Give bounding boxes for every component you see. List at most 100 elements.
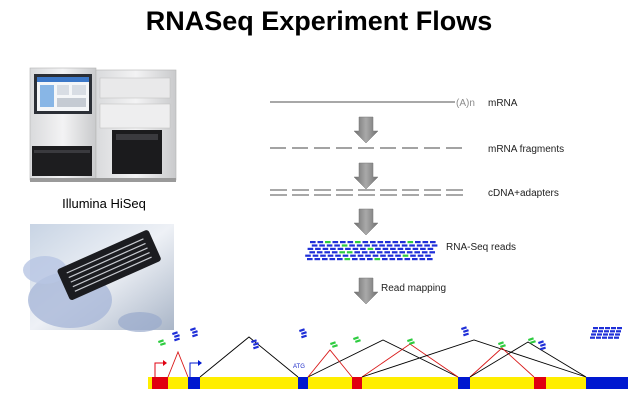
splice-junction <box>307 339 459 378</box>
read-segment <box>315 247 321 250</box>
mapped-read <box>253 345 259 350</box>
read-segment <box>325 241 331 244</box>
read-segment <box>382 258 388 261</box>
mapped-read <box>159 342 166 346</box>
splice-junction <box>167 350 189 378</box>
mapped-read <box>529 340 536 344</box>
mapped-read <box>172 331 178 336</box>
read-segment <box>380 254 386 257</box>
mapped-read <box>499 344 506 348</box>
step-label-rnaseq-reads: RNA-Seq reads <box>446 242 516 253</box>
read-segment <box>365 254 371 257</box>
read-segment <box>314 258 321 261</box>
read-segment <box>431 244 438 247</box>
mapped-read-stack <box>460 326 469 337</box>
down-arrow-shape <box>353 162 379 190</box>
mapped-read-stack <box>353 336 361 343</box>
mapped-read <box>590 336 595 339</box>
mapped-read-stack <box>528 337 536 344</box>
mapped-read <box>539 343 546 347</box>
mapped-read-stack <box>299 328 307 339</box>
gene-model <box>148 326 628 389</box>
read-segment <box>391 251 398 254</box>
read-segment <box>367 247 374 250</box>
read-segment <box>412 258 418 261</box>
read-segment <box>359 258 366 261</box>
read-segment <box>412 247 419 250</box>
exon-block <box>352 377 362 389</box>
read-segment <box>399 251 405 254</box>
read-segment <box>329 258 336 261</box>
read-segment <box>360 247 366 250</box>
exon-block <box>298 377 308 389</box>
read-segment <box>407 241 414 244</box>
read-segment <box>311 244 318 247</box>
tss-arrow-line <box>189 362 198 377</box>
exon-block <box>534 377 546 389</box>
read-segment <box>337 258 343 261</box>
read-segment <box>361 251 368 254</box>
read-segment <box>354 251 360 254</box>
read-segment <box>356 244 363 247</box>
mapped-read <box>528 337 534 342</box>
read-segment <box>326 244 333 247</box>
read-segment <box>339 251 345 254</box>
mapped-read <box>251 339 257 344</box>
read-segment <box>401 244 408 247</box>
mapped-read <box>498 341 504 346</box>
mapped-read <box>593 327 598 330</box>
tss-arrow-head <box>198 360 202 366</box>
down-arrow <box>353 208 379 236</box>
mapped-read <box>408 341 415 345</box>
read-segment <box>347 241 354 244</box>
read-segment <box>419 258 426 261</box>
rnaseq-reads <box>305 241 438 261</box>
read-segment <box>377 241 384 244</box>
down-arrow <box>353 116 379 144</box>
polya-tail-label: (A)n <box>456 98 475 109</box>
read-segment <box>416 244 423 247</box>
mapped-read <box>353 336 359 341</box>
mapped-read-stack <box>190 327 198 338</box>
read-segment <box>395 254 401 257</box>
mapped-read <box>192 333 198 338</box>
mapped-read-stack <box>251 339 259 350</box>
mapped-read <box>158 339 164 344</box>
read-segment <box>397 247 404 250</box>
mapped-read-stack <box>407 338 415 345</box>
read-segment <box>309 251 315 254</box>
read-segment <box>379 244 385 247</box>
read-segment <box>310 241 316 244</box>
read-segment <box>375 247 381 250</box>
read-segment <box>427 258 433 261</box>
read-segment <box>414 251 420 254</box>
down-arrow-shape <box>353 208 379 236</box>
read-segment <box>349 244 355 247</box>
mapped-read <box>252 342 259 346</box>
exon-block <box>458 377 470 389</box>
down-arrow-shape <box>353 277 379 305</box>
splice-junction <box>469 341 587 378</box>
mapped-read <box>614 336 619 339</box>
mapped-read <box>611 327 616 330</box>
read-segment <box>376 251 383 254</box>
mapped-read-stack <box>537 340 546 351</box>
mapped-read <box>463 332 469 337</box>
read-segment <box>394 244 400 247</box>
read-segment <box>397 258 403 261</box>
read-segment <box>342 254 349 257</box>
read-segment <box>405 247 411 250</box>
read-segment <box>430 241 436 244</box>
mapped-read <box>599 327 604 330</box>
mapped-read <box>617 327 622 330</box>
read-segment <box>364 244 370 247</box>
down-arrow <box>353 162 379 190</box>
read-segment <box>369 251 375 254</box>
read-segment <box>374 258 381 261</box>
read-segment <box>382 247 389 250</box>
read-segment <box>340 241 346 244</box>
read-segment <box>387 254 394 257</box>
read-segment <box>305 254 311 257</box>
read-segment <box>307 247 314 250</box>
step-label-cdna-adapters: cDNA+adapters <box>488 188 559 199</box>
